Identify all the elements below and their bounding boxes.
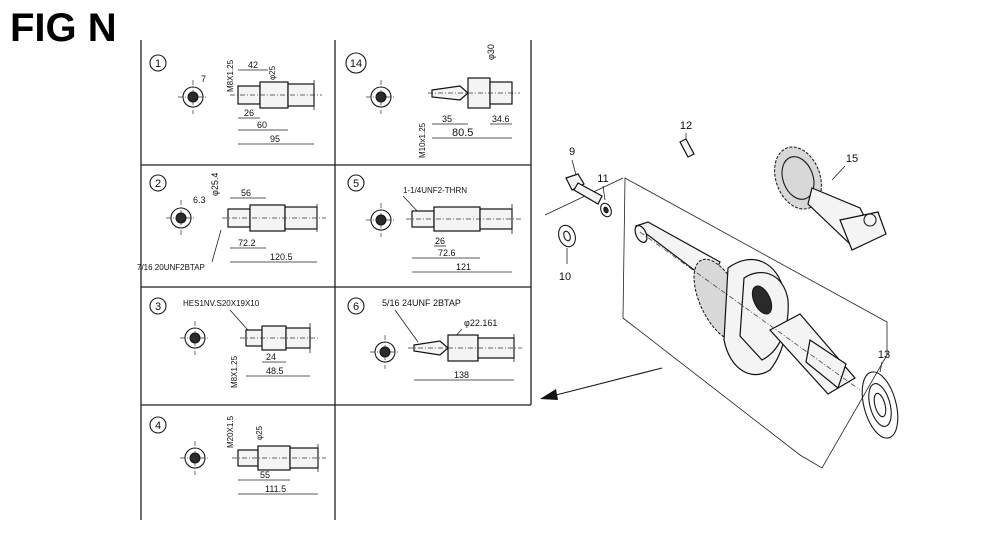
key-icon <box>679 138 695 158</box>
crankshaft-icon <box>634 221 861 395</box>
part-label: 9 <box>569 146 575 158</box>
bearing-icon <box>861 371 899 439</box>
cell-4: 4 M20X1.5 φ25 55 111.5 <box>149 415 326 495</box>
dim-label: φ30 <box>486 44 496 60</box>
callout-circle <box>149 54 167 72</box>
pointer-arrow-icon <box>540 367 663 400</box>
dim-label: 111.5 <box>265 484 286 494</box>
crankshaft-side-view-icon <box>222 204 326 232</box>
washer-icon <box>558 224 576 248</box>
crankshaft-end-view-icon <box>166 200 196 236</box>
exploded-view: 9 11 10 12 15 <box>544 120 899 469</box>
cell-5: 5 1-1/4UNF2-THRN 26 72.6 121 <box>347 174 522 273</box>
crankshaft-end-view-icon <box>366 80 396 114</box>
crankshaft-end-view-icon <box>180 441 210 475</box>
callout-label: 14 <box>350 58 362 70</box>
dim-label: φ25.4 <box>210 173 220 196</box>
dim-label: 48.5 <box>266 366 284 376</box>
dim-label: φ25 <box>268 65 277 80</box>
callout-circle <box>347 297 365 315</box>
grid-lines <box>140 40 532 520</box>
dim-label: 72.6 <box>438 248 456 258</box>
dim-label: 56 <box>241 188 251 198</box>
dim-label: 72.2 <box>238 238 256 248</box>
dim-label: 34.6 <box>492 114 510 124</box>
dim-label: M20X1.5 <box>226 415 235 448</box>
balancer-shaft-icon <box>774 146 887 251</box>
dim-label: M8X1.25 <box>230 355 239 388</box>
part-label: 15 <box>846 153 858 165</box>
cell-1: 1 7 M8X1.25 42 φ25 26 60 95 <box>149 54 322 145</box>
dim-label: 1-1/4UNF2-THRN <box>403 186 467 195</box>
dim-label: HES1NV.S20X19X10 <box>183 299 260 308</box>
crankshaft-end-view-icon <box>180 321 210 355</box>
dim-label: 42 <box>248 60 258 70</box>
washer-icon <box>600 202 612 218</box>
crankshaft-end-view-icon <box>178 80 208 114</box>
dim-label: 24 <box>266 352 276 362</box>
callout-circle <box>149 416 167 434</box>
callout-label: 1 <box>155 58 161 70</box>
crankshaft-side-view-icon <box>408 334 522 362</box>
dim-label: 95 <box>270 134 280 144</box>
callout-label: 6 <box>353 301 359 313</box>
dim-label: 138 <box>454 370 469 380</box>
crankshaft-side-view-icon <box>232 444 326 472</box>
callout-label: 4 <box>155 420 161 432</box>
cell-2: 2 6.3 φ25.4 56 72.2 120.5 7/16 20UNF2BTA… <box>137 173 326 272</box>
cell-6: 6 5/16 24UNF 2BTAP φ22.161 138 <box>347 297 522 381</box>
dim-label: 120.5 <box>270 252 293 262</box>
callout-label: 2 <box>155 178 161 190</box>
dim-label: 121 <box>456 262 471 272</box>
callout-circle <box>149 174 167 192</box>
dim-label: M10x1.25 <box>418 122 427 158</box>
crankshaft-side-view-icon <box>240 323 318 353</box>
dim-label: 26 <box>244 108 254 118</box>
dim-label: 6.3 <box>193 195 206 205</box>
dim-label: 55 <box>260 470 270 480</box>
part-label: 12 <box>680 120 692 132</box>
figure-title: FIG N <box>10 6 117 50</box>
cell-14: 14 φ30 M10x1.25 35 34.6 80.5 <box>345 44 520 158</box>
callout-label: 3 <box>155 301 161 313</box>
dim-label: 5/16 24UNF 2BTAP <box>382 298 461 308</box>
dim-label: 26 <box>435 236 445 246</box>
dim-label: 7/16 20UNF2BTAP <box>137 263 205 272</box>
dim-label: 7 <box>201 74 206 84</box>
callout-circle <box>345 52 367 74</box>
callout-circle <box>149 297 167 315</box>
dim-label: M8X1.25 <box>226 59 235 92</box>
crankshaft-end-view-icon <box>366 203 396 237</box>
dim-label: 60 <box>257 120 267 130</box>
dim-label: 80.5 <box>452 127 473 139</box>
bolt-icon <box>565 173 603 205</box>
crankshaft-side-view-icon <box>406 204 522 234</box>
callout-label: 5 <box>353 178 359 190</box>
crankshaft-end-view-icon <box>370 335 400 369</box>
dim-label: φ25 <box>255 425 264 440</box>
cell-3: 3 HES1NV.S20X19X10 M8X1.25 24 48.5 <box>149 297 318 388</box>
crankshaft-side-view-icon <box>230 80 322 110</box>
crankshaft-side-view-icon <box>428 77 520 109</box>
part-label: 10 <box>559 271 571 283</box>
dim-label: 35 <box>442 114 452 124</box>
dim-label: φ22.161 <box>464 318 497 328</box>
part-label: 11 <box>597 173 608 185</box>
callout-circle <box>347 174 365 192</box>
part-label: 13 <box>878 349 890 361</box>
